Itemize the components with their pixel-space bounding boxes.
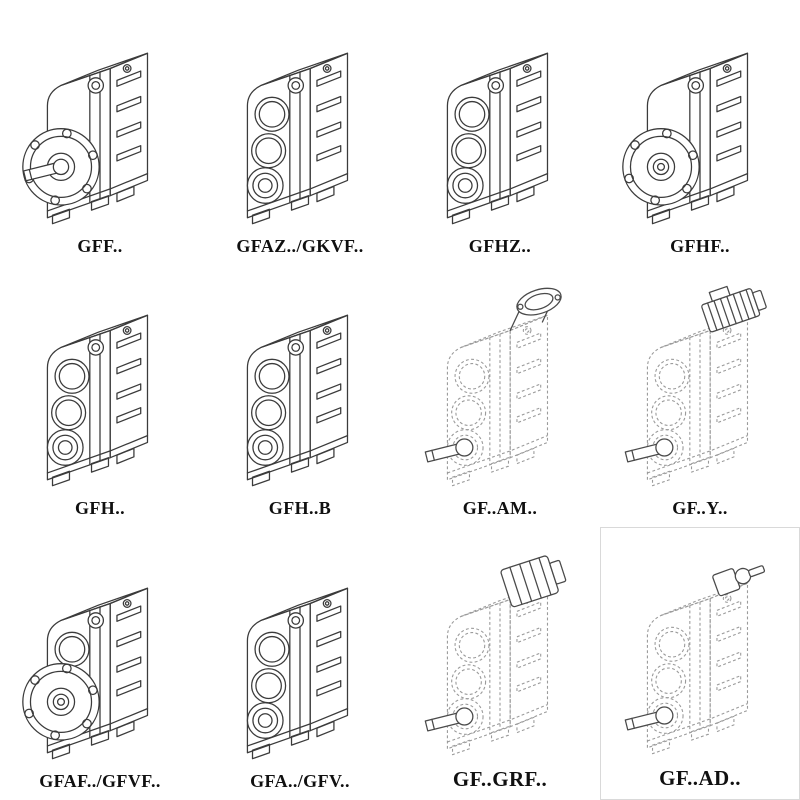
model-label-gf-y: GF..Y.. <box>672 498 728 518</box>
gearbox-flange-solid-shaft-drawing <box>22 52 149 225</box>
catalog-cell-gff: GFF.. <box>0 0 200 265</box>
catalog-cell-gf-am: GF..AM.. <box>400 265 600 527</box>
catalog-cell-gfhf: GFHF.. <box>600 0 800 265</box>
gearbox-hollow-shaft-drawing <box>246 52 349 225</box>
model-label-gfh-b: GFH..B <box>268 498 332 518</box>
gearbox-input-shaft-adapter-drawing <box>624 557 769 755</box>
gearbox-primary-gear-unit-drawing <box>424 552 570 756</box>
gearbox-motor-adapter-flange-drawing <box>424 283 566 487</box>
catalog-cell-gfh: GFH.. <box>0 265 200 527</box>
catalog-cell-gfhz: GFHZ.. <box>400 0 600 265</box>
model-label-gf-am: GF..AM.. <box>462 498 538 518</box>
catalog-cell-gfaz-gkvf: GFAZ../GKVF.. <box>200 0 400 265</box>
gearbox-hollow-shaft-drawing <box>46 314 149 487</box>
model-label-gfhf: GFHF.. <box>670 236 730 256</box>
gearbox-flange-hollow-drawing <box>622 52 749 225</box>
catalog-cell-gf-ad: GF..AD.. <box>600 527 800 800</box>
gearbox-hollow-shaft-drawing <box>246 587 349 760</box>
gearbox-hollow-shaft-drawing <box>446 52 549 225</box>
model-label-gfh: GFH.. <box>75 498 125 518</box>
gearbox-hollow-shaft-foot-drawing <box>246 314 349 487</box>
model-label-gf-grf: GF..GRF.. <box>452 767 548 791</box>
model-label-gfaf-gfvf: GFAF../GFVF.. <box>39 771 161 791</box>
catalog-cell-gfa-gfv: GFA../GFV.. <box>200 527 400 800</box>
catalog-cell-gfh-b: GFH..B <box>200 265 400 527</box>
model-label-gfaz-gkvf: GFAZ../GKVF.. <box>236 236 364 256</box>
model-label-gfhz: GFHZ.. <box>468 236 532 256</box>
catalog-cell-gf-grf: GF..GRF.. <box>400 527 600 800</box>
model-label-gff: GFF.. <box>77 236 123 256</box>
catalog-cell-gfaf-gfvf: GFAF../GFVF.. <box>0 527 200 800</box>
gearbox-mounted-motor-drawing <box>624 283 769 487</box>
gearbox-flange-hollow-drawing <box>22 587 149 760</box>
catalog-cell-gf-y: GF..Y.. <box>600 265 800 527</box>
model-label-gfa-gfv: GFA../GFV.. <box>250 771 350 791</box>
model-label-gf-ad: GF..AD.. <box>659 766 741 790</box>
